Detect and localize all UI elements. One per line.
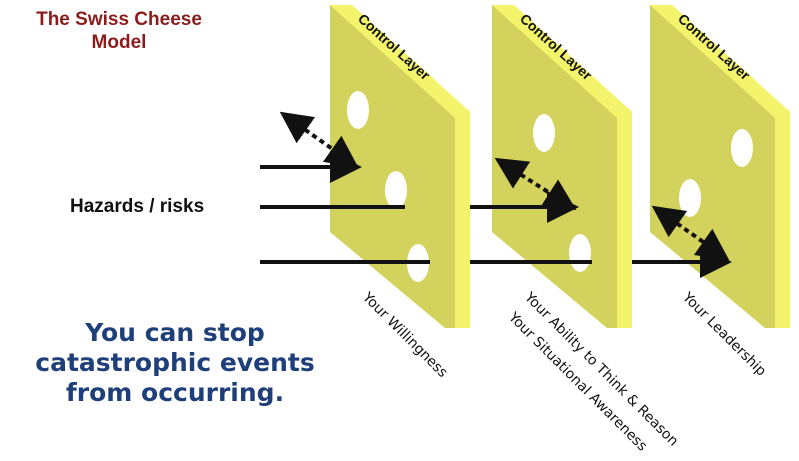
title-line-1: The Swiss Cheese [36,9,202,30]
message-line-3: from occurring. [65,378,285,407]
cheese-hole [347,91,369,129]
cheese-hole [569,234,591,272]
title-line-2: Model [91,32,147,53]
control-layer-2: Control Layer [492,5,632,328]
plate-top-edge [330,5,470,118]
message-line-1: You can stop [85,318,265,347]
cheese-hole [385,171,407,209]
plate-top-edge [650,5,790,118]
message-text: You can stop catastrophic events from oc… [30,318,320,408]
hazard-arrows [260,111,732,278]
cheese-hole [679,179,701,217]
hazards-label: Hazards / risks [70,196,205,217]
dotted-arrow-1 [279,111,359,168]
diagram-title: The Swiss Cheese Model [14,8,224,54]
control-layer-3: Control Layer [650,5,790,328]
dotted-arrow-3 [651,205,730,261]
cheese-hole [731,129,753,167]
plate-top-edge [492,5,632,118]
message-line-2: catastrophic events [35,348,315,377]
layer-caption-2: Your Situational Awareness [504,309,650,455]
dotted-arrow-2 [494,157,577,211]
cheese-hole [533,114,555,152]
